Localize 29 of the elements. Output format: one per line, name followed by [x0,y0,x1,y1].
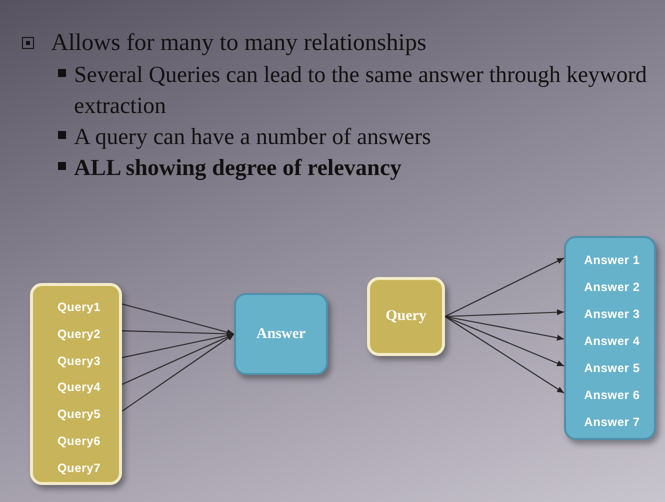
group-box [30,283,122,485]
arrow [444,316,564,341]
list-item: Answer 3 [566,301,658,327]
list-item: Answer 6 [566,382,658,408]
bullet-text: ALL showing degree of relevancy [74,154,402,182]
list-item: Answer 4 [566,328,658,354]
group-box [564,236,656,440]
bullet-text: Several Queries can lead to the same answer through keyword extraction [74,61,648,120]
list-item: Query4 [33,374,125,400]
list-item: Query6 [33,428,125,454]
list-item: Query3 [33,348,125,374]
bullet-text: A query can have a number of answers [74,123,432,151]
list-item: Answer 7 [566,409,658,435]
arrow [444,316,564,394]
process-box: Query [367,277,445,356]
arrow [122,334,234,412]
list-item: Answer 1 [566,247,658,273]
list-item: Answer 2 [566,274,658,300]
list-item: Query5 [33,401,125,428]
bullet-text: Allows for many to many relationships [51,29,426,58]
list-item: Answer 5 [566,355,658,381]
arrow [122,303,234,336]
arrow [444,309,564,318]
process-box: Answer [234,293,328,375]
arrow [444,316,564,366]
list-item: Query7 [33,454,125,481]
list-item: Query2 [33,320,125,347]
list-item: Query1 [33,294,125,320]
arrow [444,258,564,317]
